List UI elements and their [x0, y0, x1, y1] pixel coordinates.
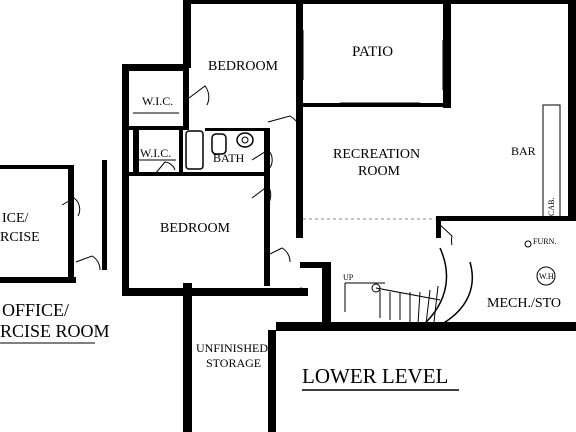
water-heater-symbol	[536, 266, 556, 286]
partitions	[129, 68, 270, 286]
label-unfinished: UNFINISHED	[196, 341, 268, 355]
label-furn: FURN.	[533, 237, 556, 246]
label-office: OFFICE/	[2, 300, 69, 320]
doors	[61, 30, 453, 271]
label-up: UP	[343, 273, 354, 282]
label-wic-upper: W.I.C.	[142, 94, 173, 108]
label-bedroom-lower: BEDROOM	[160, 221, 231, 236]
label-cab: CAB.	[547, 198, 556, 216]
label-patio: PATIO	[352, 44, 393, 60]
furnace-symbol	[524, 240, 532, 248]
label-mech-storage: MECH./STO	[487, 296, 561, 311]
label-room: ROOM	[358, 164, 401, 179]
label-office-partial-1: ICE/	[2, 211, 29, 226]
label-bath: BATH	[213, 151, 245, 165]
label-exercise-room: RCISE ROOM	[0, 321, 110, 341]
label-bar: BAR	[511, 144, 536, 158]
label-wh: W.H.	[539, 272, 556, 281]
label-storage: STORAGE	[206, 356, 261, 370]
dot-marker	[299, 287, 303, 291]
label-bedroom-upper: BEDROOM	[208, 59, 279, 74]
staircase	[344, 247, 474, 331]
page-title: LOWER LEVEL	[302, 364, 448, 388]
label-office-partial-2: RCISE	[0, 230, 40, 245]
label-wic-lower: W.I.C.	[140, 146, 171, 160]
label-recreation: RECREATION	[333, 147, 420, 162]
